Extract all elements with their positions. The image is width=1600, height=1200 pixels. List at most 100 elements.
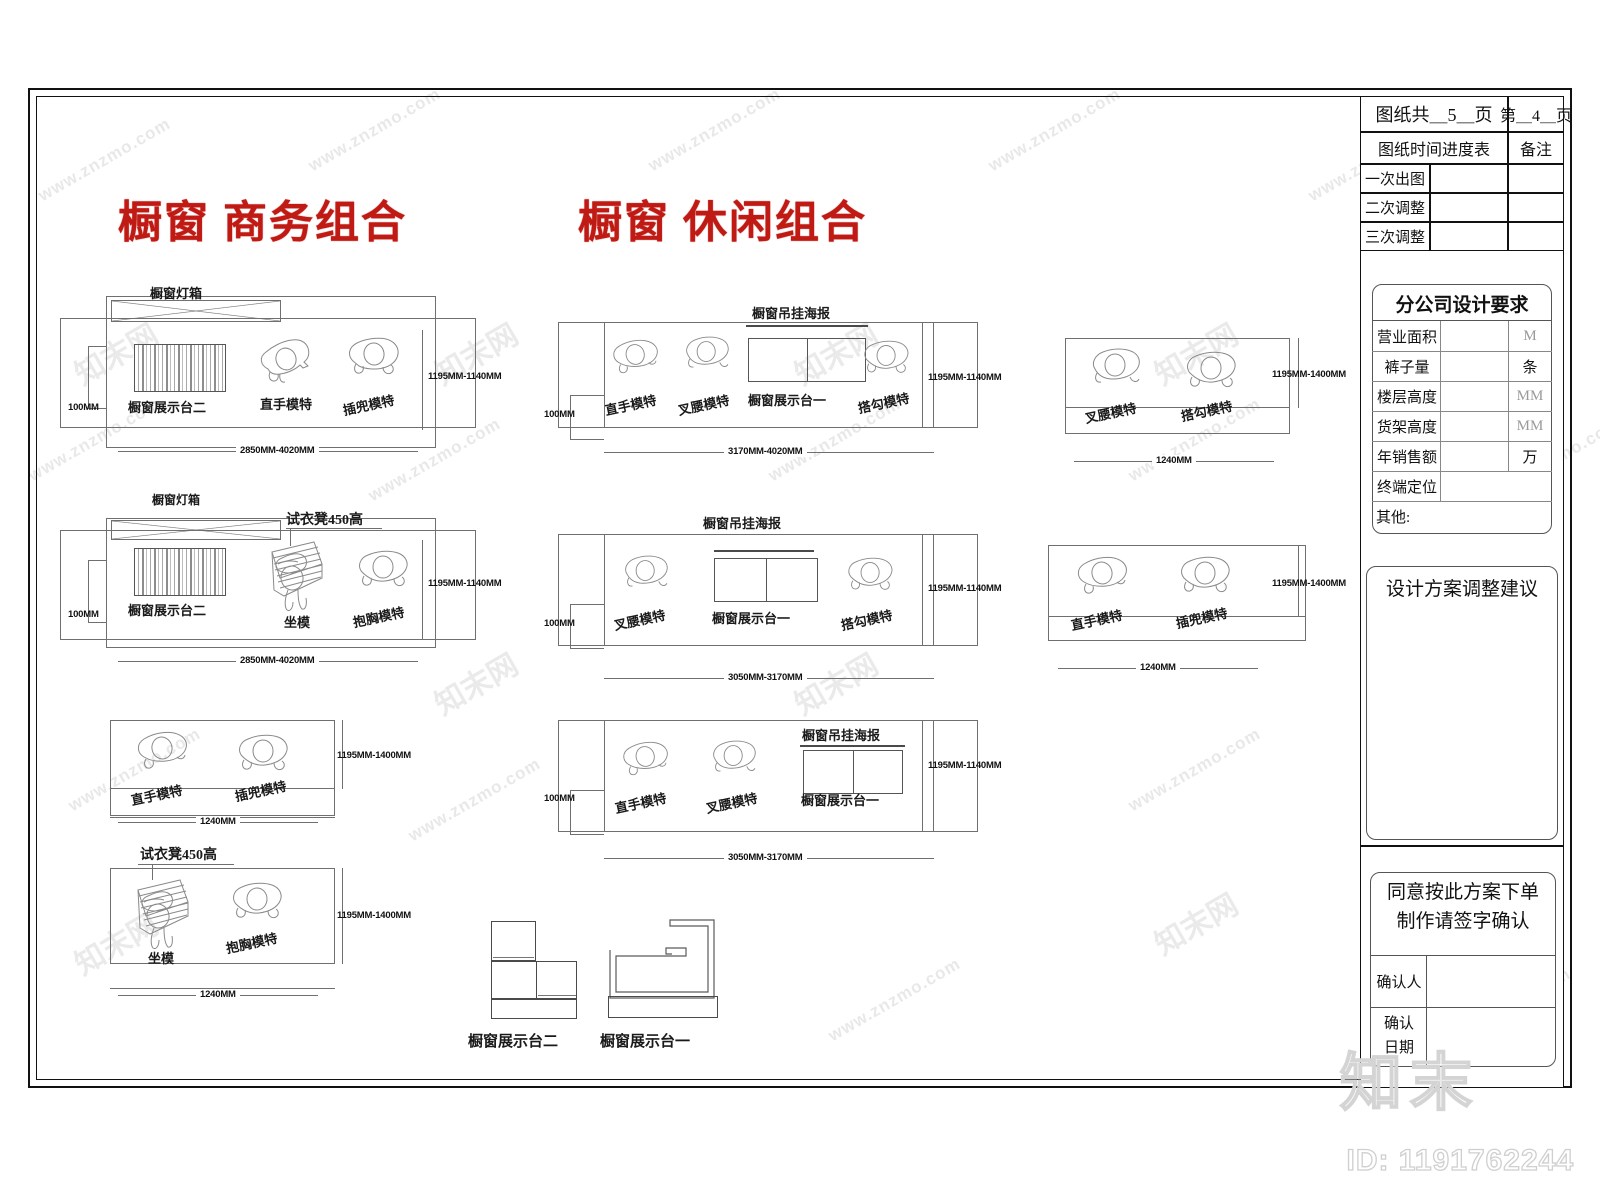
item-label: 直手模特 [260, 397, 313, 412]
dim-leader [422, 540, 423, 640]
schedule-header-title: 图纸时间进度表 [1377, 142, 1490, 159]
schedule-row-value-cell[interactable] [1430, 164, 1508, 193]
schedule-row-remark-cell[interactable] [1508, 222, 1564, 251]
requirement-unit: 条 [1522, 359, 1538, 376]
dimension-left: 100MM [544, 793, 575, 804]
schedule-row-remark-cell[interactable] [1508, 193, 1564, 222]
dim-leader [88, 346, 89, 408]
dimension-bottom: 1240MM [1136, 662, 1180, 673]
display-platform-poster [803, 750, 903, 794]
dimension-bottom: 1240MM [196, 816, 240, 827]
mannequin-icon [706, 737, 764, 785]
mannequin-icon [1180, 347, 1244, 399]
platform-profile-shape [609, 919, 715, 999]
dim-leader [570, 604, 571, 648]
dimension-bottom: 1240MM [1152, 455, 1196, 466]
mannequin-icon [132, 727, 196, 779]
poster-hanger-bar [746, 325, 868, 327]
poster-hanger-bar [714, 550, 814, 552]
dimension-right: 1195MM-1140MM [428, 578, 502, 589]
dim-leader [342, 720, 343, 789]
divider [1372, 411, 1552, 412]
schedule-row-value [1430, 164, 1508, 193]
platform-shelf-line [493, 957, 534, 958]
display-platform-icon [134, 548, 226, 596]
requirement-value [1442, 321, 1508, 351]
requirements-container [1360, 251, 1564, 846]
item-label: 橱窗展示台一 [712, 611, 791, 626]
dimension-left: 100MM [544, 409, 575, 420]
requirement-unit: MM [1516, 417, 1544, 434]
seated-mannequin-icon [128, 872, 196, 955]
dimension-bottom: 3050MM-3170MM [724, 852, 807, 863]
page-current-cell [1508, 96, 1564, 132]
dim-leader [570, 834, 604, 835]
requirements-box [1372, 284, 1552, 534]
poster-label: 橱窗吊挂海报 [802, 728, 881, 743]
confirm-person-value[interactable] [1428, 955, 1554, 1007]
requirement-label: 营业面积 [1376, 329, 1437, 346]
dim-leader [88, 560, 89, 622]
item-label: 橱窗展示台二 [128, 400, 207, 415]
mannequin-icon [842, 553, 900, 601]
platform-side-box [536, 961, 577, 999]
dim-leader [922, 322, 923, 428]
suggestion-title: 设计方案调整建议 [1385, 578, 1538, 600]
leader-line [290, 528, 291, 546]
requirement-value [1442, 441, 1508, 471]
dim-leader [342, 868, 343, 964]
dimension-right: 1195MM-1400MM [1272, 369, 1346, 380]
platform-shelf-line [538, 995, 576, 996]
seated-mannequin-icon [262, 534, 330, 617]
confirm-person-label: 确认人 [1376, 974, 1422, 991]
requirement-unit: MM [1516, 387, 1544, 404]
item-label: 橱窗展示台一 [748, 393, 827, 408]
inner-band [1065, 338, 1290, 408]
dimension-bottom: 2850MM-4020MM [236, 445, 319, 456]
label-underline [286, 528, 382, 529]
wall-band [558, 322, 978, 428]
confirm-line-2: 制作请签字确认 [1396, 910, 1530, 932]
drawing-frame-outer [28, 88, 1572, 1088]
dimension-bottom: 1240MM [196, 989, 240, 1000]
schedule-row-remark-cell[interactable] [1508, 164, 1564, 193]
platform-base [608, 996, 718, 1018]
display-platform-icon [134, 344, 226, 392]
dimension-right: 1195MM-1140MM [428, 371, 502, 382]
suggestion-box[interactable] [1366, 566, 1558, 840]
inner-band [110, 720, 335, 789]
dim-leader [570, 790, 604, 791]
dimension-left: 100MM [68, 402, 99, 413]
display-platform-poster [748, 338, 866, 382]
divider [1370, 955, 1556, 956]
confirm-line-1: 同意按此方案下单 [1386, 881, 1539, 903]
requirement-unit: M [1523, 327, 1537, 344]
schedule-remark-title: 备注 [1519, 142, 1552, 159]
requirement-label: 其他: [1376, 509, 1411, 526]
grid-separator [1426, 955, 1427, 1067]
schedule-row-label-cell [1360, 222, 1430, 251]
schedule-row-value-cell[interactable] [1430, 222, 1508, 251]
schedule-row-label-cell [1360, 193, 1430, 222]
lightbox-label: 橱窗灯箱 [150, 286, 203, 301]
page-total-cell [1360, 96, 1508, 132]
stool-height-label: 试衣凳450高 [286, 513, 363, 528]
divider [1372, 320, 1552, 321]
schedule-row-value-cell[interactable] [1430, 193, 1508, 222]
floor-outline [106, 518, 436, 648]
page-total-label: 图纸共＿5＿页 [1375, 105, 1493, 125]
item-label: 坐模 [284, 615, 311, 630]
requirement-value [1442, 471, 1508, 501]
schedule-row-value [1430, 222, 1508, 251]
lightbox-shape [111, 300, 281, 322]
label-underline [138, 864, 234, 865]
schedule-row-label: 二次调整 [1364, 201, 1425, 217]
requirement-label: 货架高度 [1376, 419, 1437, 436]
lightbox-label: 橱窗灯箱 [152, 493, 201, 507]
mannequin-icon [1072, 552, 1136, 604]
item-label: 橱窗展示台一 [801, 793, 880, 808]
grid-separator [1508, 321, 1509, 471]
dimension-right: 1195MM-1140MM [928, 760, 1002, 771]
schedule-header-cell [1360, 132, 1508, 164]
platform-detail-label: 橱窗展示台二 [468, 1034, 559, 1050]
